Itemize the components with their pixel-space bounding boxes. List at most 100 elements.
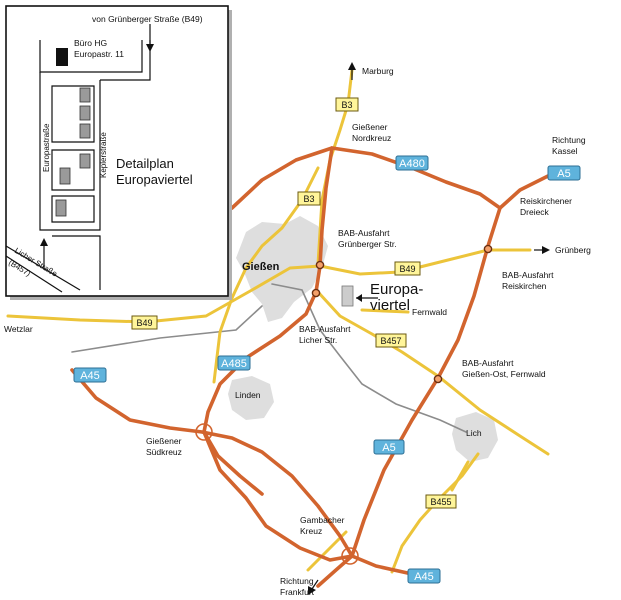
label-richtung-kassel-2: Kassel [552, 146, 578, 156]
direction-arrows [308, 62, 550, 595]
inset-office-line1: Büro HG [74, 38, 107, 48]
minor-road-lich [271, 283, 467, 433]
shield-b457-text: B457 [380, 336, 401, 346]
shield-b3-north: B3 [335, 97, 359, 112]
inset-street-top [39, 40, 143, 73]
inset-frame [5, 5, 229, 297]
inset-street-europastrasse: Europastraße [42, 123, 51, 172]
inset-streets [5, 40, 151, 293]
shield-b455: B455 [425, 494, 457, 509]
road-b455-west [450, 460, 470, 492]
interchange-bubbles [195, 423, 359, 565]
inset-street-bottom [52, 235, 101, 290]
shield-a45-south: A45 [407, 568, 441, 584]
road-b457 [316, 290, 550, 456]
shield-a45-west: A45 [73, 367, 107, 383]
junction-labels: Gießener Nordkreuz Gießener Südkreuz Gam… [146, 122, 572, 536]
inset-building-3 [79, 123, 91, 139]
label-suedkreuz-1: Gießener [146, 436, 182, 446]
detail-inset: von Grünberger Straße (B49) Büro HG Euro… [5, 5, 232, 300]
shield-b3-mid-text: B3 [303, 194, 314, 204]
road-a485 [202, 146, 334, 434]
label-europaviertel-1: Europa- [370, 281, 423, 298]
inset-office-block [56, 48, 68, 66]
inset-street-top-right [100, 40, 151, 81]
shield-a480-text: A480 [399, 158, 425, 170]
shield-a485: A485 [217, 355, 251, 371]
label-nordkreuz-2: Nordkreuz [352, 133, 391, 143]
shield-a45-west-text: A45 [80, 370, 100, 382]
label-richtung-frankfurt-2: Frankfurt [280, 587, 315, 597]
giessen-city-area [236, 216, 328, 322]
shield-a5-south-text: A5 [382, 442, 395, 454]
shield-a485-text: A485 [221, 358, 247, 370]
label-exit-reiskirchen-1: BAB-Ausfahrt [502, 270, 554, 280]
inset-title-line1: Detailplan [116, 156, 174, 171]
junction-markers [311, 244, 493, 384]
inset-office-line2: Europastr. 11 [74, 49, 124, 59]
shield-b49-east: B49 [394, 261, 421, 276]
label-exit-licher-1: BAB-Ausfahrt [299, 324, 351, 334]
minor-roads [71, 283, 467, 433]
road-a480 [230, 146, 502, 210]
inset-diagonal-2 [5, 255, 63, 293]
label-wetzlar: Wetzlar [4, 324, 33, 334]
label-exit-reiskirchen-2: Reiskirchen [502, 281, 547, 291]
inset-diagonal-1 [5, 245, 81, 291]
shield-a480: A480 [395, 155, 429, 171]
exit-gruenberger [315, 260, 325, 270]
label-exit-giessen-ost-2: Gießen-Ost, Fernwald [462, 369, 546, 379]
city-areas [228, 216, 498, 462]
suedkreuz-loop [195, 423, 213, 441]
shield-b49-west-text: B49 [136, 318, 152, 328]
label-europaviertel-2: viertel [370, 297, 410, 314]
inset-building-2 [79, 105, 91, 121]
shield-b3-mid: B3 [297, 191, 321, 206]
exit-giessen-ost [433, 374, 443, 384]
shield-a5-north: A5 [547, 165, 581, 181]
inset-street-inner-2 [51, 149, 95, 191]
label-exit-gruenberger-1: BAB-Ausfahrt [338, 228, 390, 238]
label-gambach-1: Gambacher [300, 515, 345, 525]
shield-b49-east-text: B49 [399, 264, 415, 274]
shield-a5-north-text: A5 [557, 168, 570, 180]
shield-b455-text: B455 [430, 497, 451, 507]
exit-licher [311, 288, 321, 298]
lich-city-area [452, 412, 498, 462]
arrow-marburg-head [348, 62, 356, 70]
europaviertel-arrowhead [356, 294, 362, 302]
road-a45-south-branch [202, 430, 354, 562]
gambach-loop [341, 547, 359, 565]
label-linden: Linden [235, 390, 261, 400]
label-nordkreuz-1: Gießener [352, 122, 388, 132]
inset-street-inner [51, 85, 95, 143]
inset-street-inner-3 [51, 195, 95, 223]
road-fernwald [360, 308, 410, 314]
shield-b3-north-text: B3 [341, 100, 352, 110]
label-richtung-kassel-1: Richtung [552, 135, 586, 145]
inset-buildings [55, 87, 91, 217]
shield-a5-south: A5 [373, 439, 405, 455]
shield-b49-west: B49 [131, 315, 158, 330]
shield-b457: B457 [375, 333, 407, 348]
label-lich: Lich [466, 428, 482, 438]
label-marburg: Marburg [362, 66, 394, 76]
label-giessen: Gießen [242, 261, 280, 273]
label-fernwald: Fernwald [412, 307, 447, 317]
label-dreieck-1: Reiskirchener [520, 196, 572, 206]
inset-street-left [39, 72, 101, 231]
label-exit-licher-2: Licher Str. [299, 335, 337, 345]
inset-street-keplerstrasse: Keplerstraße [99, 132, 108, 178]
label-exit-gruenberger-2: Grünberger Str. [338, 239, 397, 249]
label-exit-giessen-ost-1: BAB-Ausfahrt [462, 358, 514, 368]
label-suedkreuz-2: Südkreuz [146, 447, 182, 457]
arrow-frankfurt-head [308, 586, 316, 595]
linden-city-area [228, 376, 274, 420]
road-a45 [70, 368, 440, 578]
inset-arrow-bottom-up-head [40, 238, 48, 246]
inset-building-6 [55, 199, 67, 217]
inset-building-5 [59, 167, 71, 185]
autobahns [70, 146, 558, 588]
shield-a45-south-text: A45 [414, 571, 434, 583]
